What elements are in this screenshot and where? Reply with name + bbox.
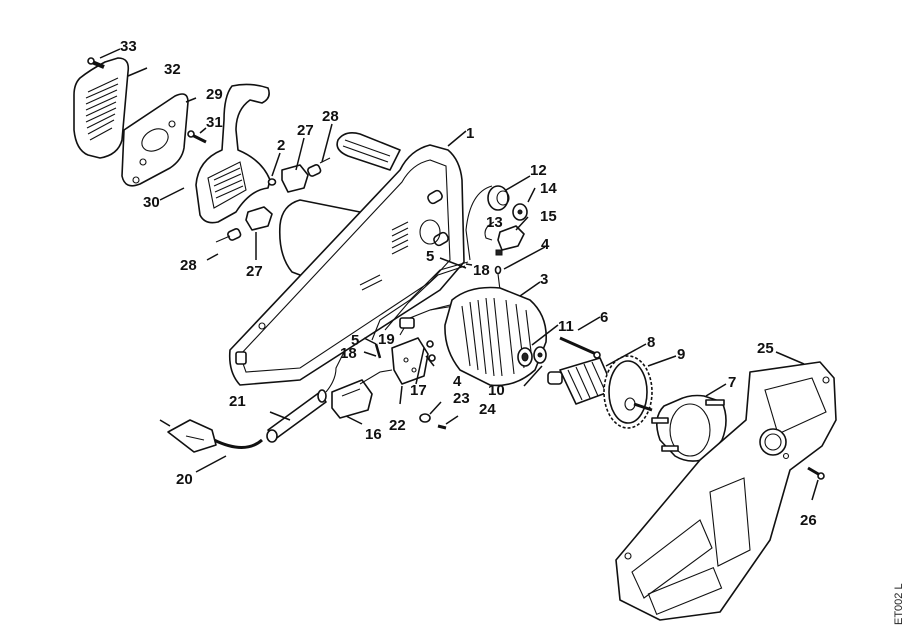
callout-labels: 33 32 29 31 30 2 27 28 28 27 1 12 14 13 … [120,38,817,529]
callout-20: 20 [176,471,193,488]
callout-15: 15 [540,208,557,225]
callout-21: 21 [229,393,246,410]
part-brush-holder-upper [281,164,309,193]
callout-6: 6 [600,309,608,326]
part-terminal-4-lower [428,354,436,362]
callout-9: 9 [677,346,685,363]
part-carbon-brush-lower [215,228,242,243]
drawing-code: ET002 L [893,583,905,625]
callout-30: 30 [143,194,160,211]
callout-29: 29 [206,86,223,103]
callout-1: 1 [466,125,474,142]
part-washer-14-hole [517,209,523,215]
part-side-cover [615,361,837,621]
part-rear-handle [195,83,271,224]
part-armature [547,357,615,405]
part-bearing [517,347,533,367]
part-switch-22 [391,337,429,385]
callout-10: 10 [488,382,505,399]
part-wire-sleeve-18 [374,343,382,359]
part-washer-10 [533,346,547,364]
part-sleeve [267,178,277,186]
callout-27-upper: 27 [297,122,314,139]
part-vent-cover [73,57,130,159]
callout-19: 19 [378,331,395,348]
part-gasket-plate [121,93,189,187]
callout-22: 22 [389,417,406,434]
part-stator [444,286,547,387]
part-fan [603,355,653,429]
callout-16: 16 [365,426,382,443]
part-screw-24 [437,424,447,430]
part-cable-sleeve [266,349,346,443]
callout-18-upper: 18 [473,262,490,279]
leader-lines [99,48,819,501]
callout-12: 12 [530,162,547,179]
part-long-screw [559,336,601,359]
callout-4-upper: 4 [541,236,550,253]
part-terminal-17 [426,340,434,348]
callout-4-lower: 4 [453,373,462,390]
callout-32: 32 [164,61,181,78]
part-brush-holder-lower [245,206,273,231]
callout-11: 11 [558,318,574,335]
callout-14: 14 [540,180,557,197]
callout-7: 7 [728,374,736,391]
callout-28-upper: 28 [322,108,339,125]
part-main-housing [228,132,465,386]
part-cap-23 [419,413,431,423]
part-terminal-4-upper [494,265,502,275]
callout-28-lower: 28 [180,257,197,274]
part-screw-33 [87,57,105,69]
callout-3: 3 [540,271,548,288]
part-plug-cord [159,419,263,453]
part-terminal-15 [495,225,525,256]
callout-5-upper: 5 [426,248,434,265]
part-screw-26 [807,466,825,480]
part-connector-13 [484,221,495,241]
callout-13: 13 [486,214,503,231]
callout-18-lower: 18 [340,345,357,362]
callout-26: 26 [800,512,817,529]
callout-2: 2 [277,137,285,154]
callout-33: 33 [120,38,137,55]
callout-31: 31 [206,114,223,131]
callout-8: 8 [647,334,655,351]
callout-24: 24 [479,401,496,418]
callout-17: 17 [410,382,427,399]
part-suppressor [331,369,393,419]
callout-23: 23 [453,390,470,407]
part-carbon-brush-upper [307,157,331,177]
callout-25: 25 [757,340,774,357]
callout-27-lower: 27 [246,263,263,280]
part-fan-baffle [651,394,727,462]
callout-5-lower: 5 [351,332,359,349]
part-screw-31 [187,130,207,144]
part-connector-19 [399,317,415,329]
part-switch-12 [465,185,510,261]
